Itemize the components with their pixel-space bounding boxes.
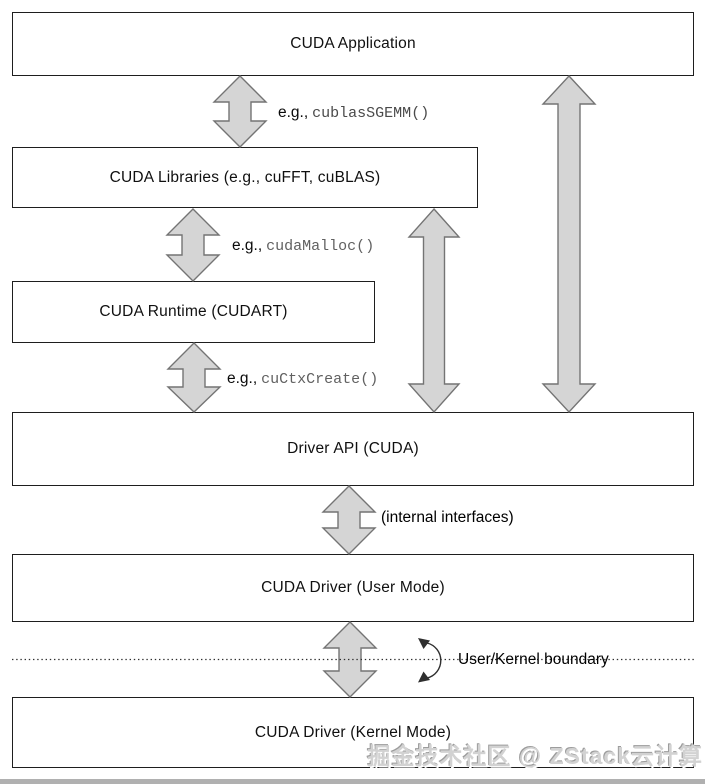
box-cuda-libraries: CUDA Libraries (e.g., cuFFT, cuBLAS) [12,147,478,208]
double-arrow-app-libraries-icon [212,75,268,148]
edge-label-cublas-sgemm: e.g.,cublasSGEMM() [278,104,429,122]
bottom-gray-bar [0,779,705,784]
double-arrow-libraries-runtime-icon [165,208,221,282]
box-driver-api: Driver API (CUDA) [12,412,694,486]
box-cuda-driver-user-mode-label: CUDA Driver (User Mode) [261,579,445,596]
box-cuda-runtime: CUDA Runtime (CUDART) [12,281,375,343]
double-arrow-driverapi-usermode-icon [321,485,377,555]
edge-label-cuctx-create: e.g.,cuCtxCreate() [227,370,378,388]
box-cuda-driver-user-mode: CUDA Driver (User Mode) [12,554,694,622]
edge-label-prefix: e.g., [278,104,309,121]
internal-interfaces-text: (internal interfaces) [381,509,514,526]
watermark-text: 掘金技术社区 @ ZStack云计算 [367,743,703,769]
box-cuda-libraries-label: CUDA Libraries (e.g., cuFFT, cuBLAS) [109,168,381,186]
box-cuda-driver-kernel-mode-label: CUDA Driver (Kernel Mode) [254,723,452,741]
tall-arrow-application-driverapi-icon [541,74,597,414]
user-kernel-boundary-label: User/Kernel boundary [458,651,609,669]
edge-label-code: cuCtxCreate() [261,371,379,388]
edge-label-prefix: e.g., [227,370,258,387]
edge-label-cuda-malloc: e.g.,cudaMalloc() [232,237,374,255]
box-cuda-application-label: CUDA Application [290,35,416,52]
boundary-rotation-arrowhead-top-icon [418,638,430,649]
user-kernel-boundary-text: User/Kernel boundary [458,651,609,668]
box-cuda-runtime-label: CUDA Runtime (CUDART) [99,303,288,320]
internal-interfaces-label: (internal interfaces) [381,509,514,527]
double-arrow-runtime-driverapi-icon [166,342,222,413]
box-cuda-application: CUDA Application [12,12,694,76]
edge-label-code: cublasSGEMM() [312,105,430,122]
edge-label-prefix: e.g., [232,237,263,254]
tall-arrow-libraries-driverapi-icon [407,207,461,414]
boundary-rotation-arrowhead-bottom-icon [418,671,430,683]
double-arrow-usermode-kernelmode-icon [322,621,378,698]
box-cuda-driver-kernel-mode: CUDA Driver (Kernel Mode) [12,697,694,768]
box-driver-api-label: Driver API (CUDA) [287,440,419,457]
boundary-rotation-arrow-icon [426,642,442,679]
edge-label-code: cudaMalloc() [266,238,375,255]
